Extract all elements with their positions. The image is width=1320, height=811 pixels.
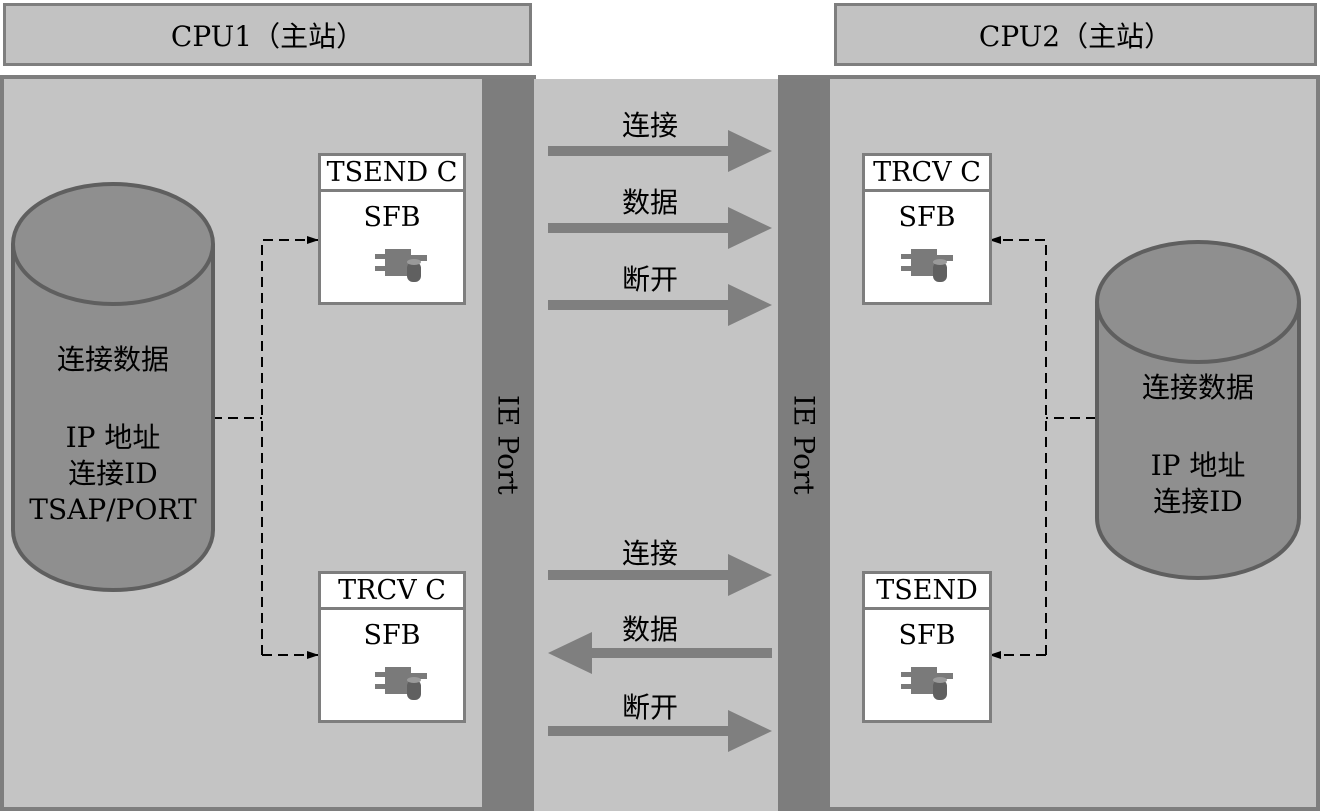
cpu2-tsend-block: TSEND SFB [862, 571, 992, 723]
cpu1-db-tsap-port: TSAP/PORT [29, 493, 197, 526]
arrow-bottom-connect-label: 连接 [621, 537, 678, 570]
cpu1-db-ip: IP 地址 [65, 421, 161, 454]
network-area [532, 79, 782, 811]
cpu1-trcv-c-sfb: SFB [363, 620, 421, 651]
cpu2-ie-port-label: IE Port [787, 395, 821, 495]
function-block-icon [901, 667, 953, 700]
cpu2-tsend-title: TSEND [865, 574, 989, 610]
arrow-top-connect-label: 连接 [621, 109, 678, 142]
arrow-top-disconnect [548, 284, 772, 326]
arrow-bottom-connect [548, 554, 772, 596]
cpu1-db-connection-id: 连接ID [68, 457, 158, 490]
arrow-bottom-data [548, 632, 772, 674]
cpu1-header: CPU1（主站） [3, 3, 532, 66]
arrow-top-disconnect-label: 断开 [621, 263, 678, 296]
cpu1-ie-port: IE Port [482, 79, 534, 811]
arrow-top-connect [548, 130, 772, 172]
arrow-bottom-disconnect [548, 710, 772, 752]
function-block-icon [375, 249, 427, 282]
cpu2-db-ip: IP 地址 [1150, 449, 1246, 482]
cpu2-tsend-sfb: SFB [898, 620, 956, 651]
cpu1-trcv-c-block: TRCV C SFB [318, 571, 466, 723]
arrow-bottom-disconnect-label: 断开 [621, 691, 678, 724]
arrow-top-data [548, 207, 772, 249]
cpu2-db-title: 连接数据 [1141, 371, 1254, 404]
cpu1-connection-db [11, 182, 215, 592]
cpu2-trcv-c-block: TRCV C SFB [862, 153, 992, 305]
cpu1-tsend-c-sfb: SFB [363, 202, 421, 233]
arrow-top-data-label: 数据 [621, 186, 678, 219]
arrow-bottom-data-label: 数据 [621, 613, 678, 646]
cpu1-ie-port-label: IE Port [491, 395, 525, 495]
cpu1-db-title: 连接数据 [56, 343, 169, 376]
cpu2-db-connection-id: 连接ID [1153, 485, 1243, 518]
cpu2-header-label: CPU2（主站） [978, 19, 1173, 53]
cpu2-trcv-c-sfb: SFB [898, 202, 956, 233]
cpu2-header: CPU2（主站） [834, 3, 1317, 66]
function-block-icon [901, 249, 953, 282]
cpu1-tsend-c-title: TSEND C [321, 156, 463, 192]
function-block-icon [375, 667, 427, 700]
cpu2-ie-port: IE Port [778, 79, 830, 811]
cpu1-header-label: CPU1（主站） [170, 19, 365, 53]
cpu2-trcv-c-title: TRCV C [865, 156, 989, 192]
cpu2-connection-db [1095, 240, 1301, 580]
cpu1-trcv-c-title: TRCV C [321, 574, 463, 610]
cpu1-tsend-c-block: TSEND C SFB [318, 153, 466, 305]
